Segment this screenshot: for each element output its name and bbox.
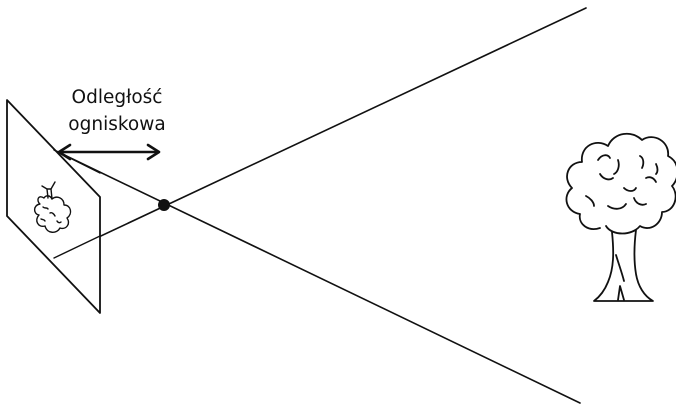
- focal-length-arrow: [57, 143, 161, 161]
- upper-ray: [53, 7, 587, 259]
- inverted-tree-icon: [33, 181, 72, 233]
- image-plane-icon: [6, 99, 101, 314]
- focal-length-label-line2: ogniskowa: [68, 114, 166, 135]
- tree-icon: [565, 132, 676, 302]
- lower-ray: [53, 149, 581, 404]
- pinhole-dot-icon: [158, 199, 170, 211]
- lower-ray-on-plane: [53, 235, 101, 259]
- focal-length-label-line1: Odległość: [71, 87, 163, 108]
